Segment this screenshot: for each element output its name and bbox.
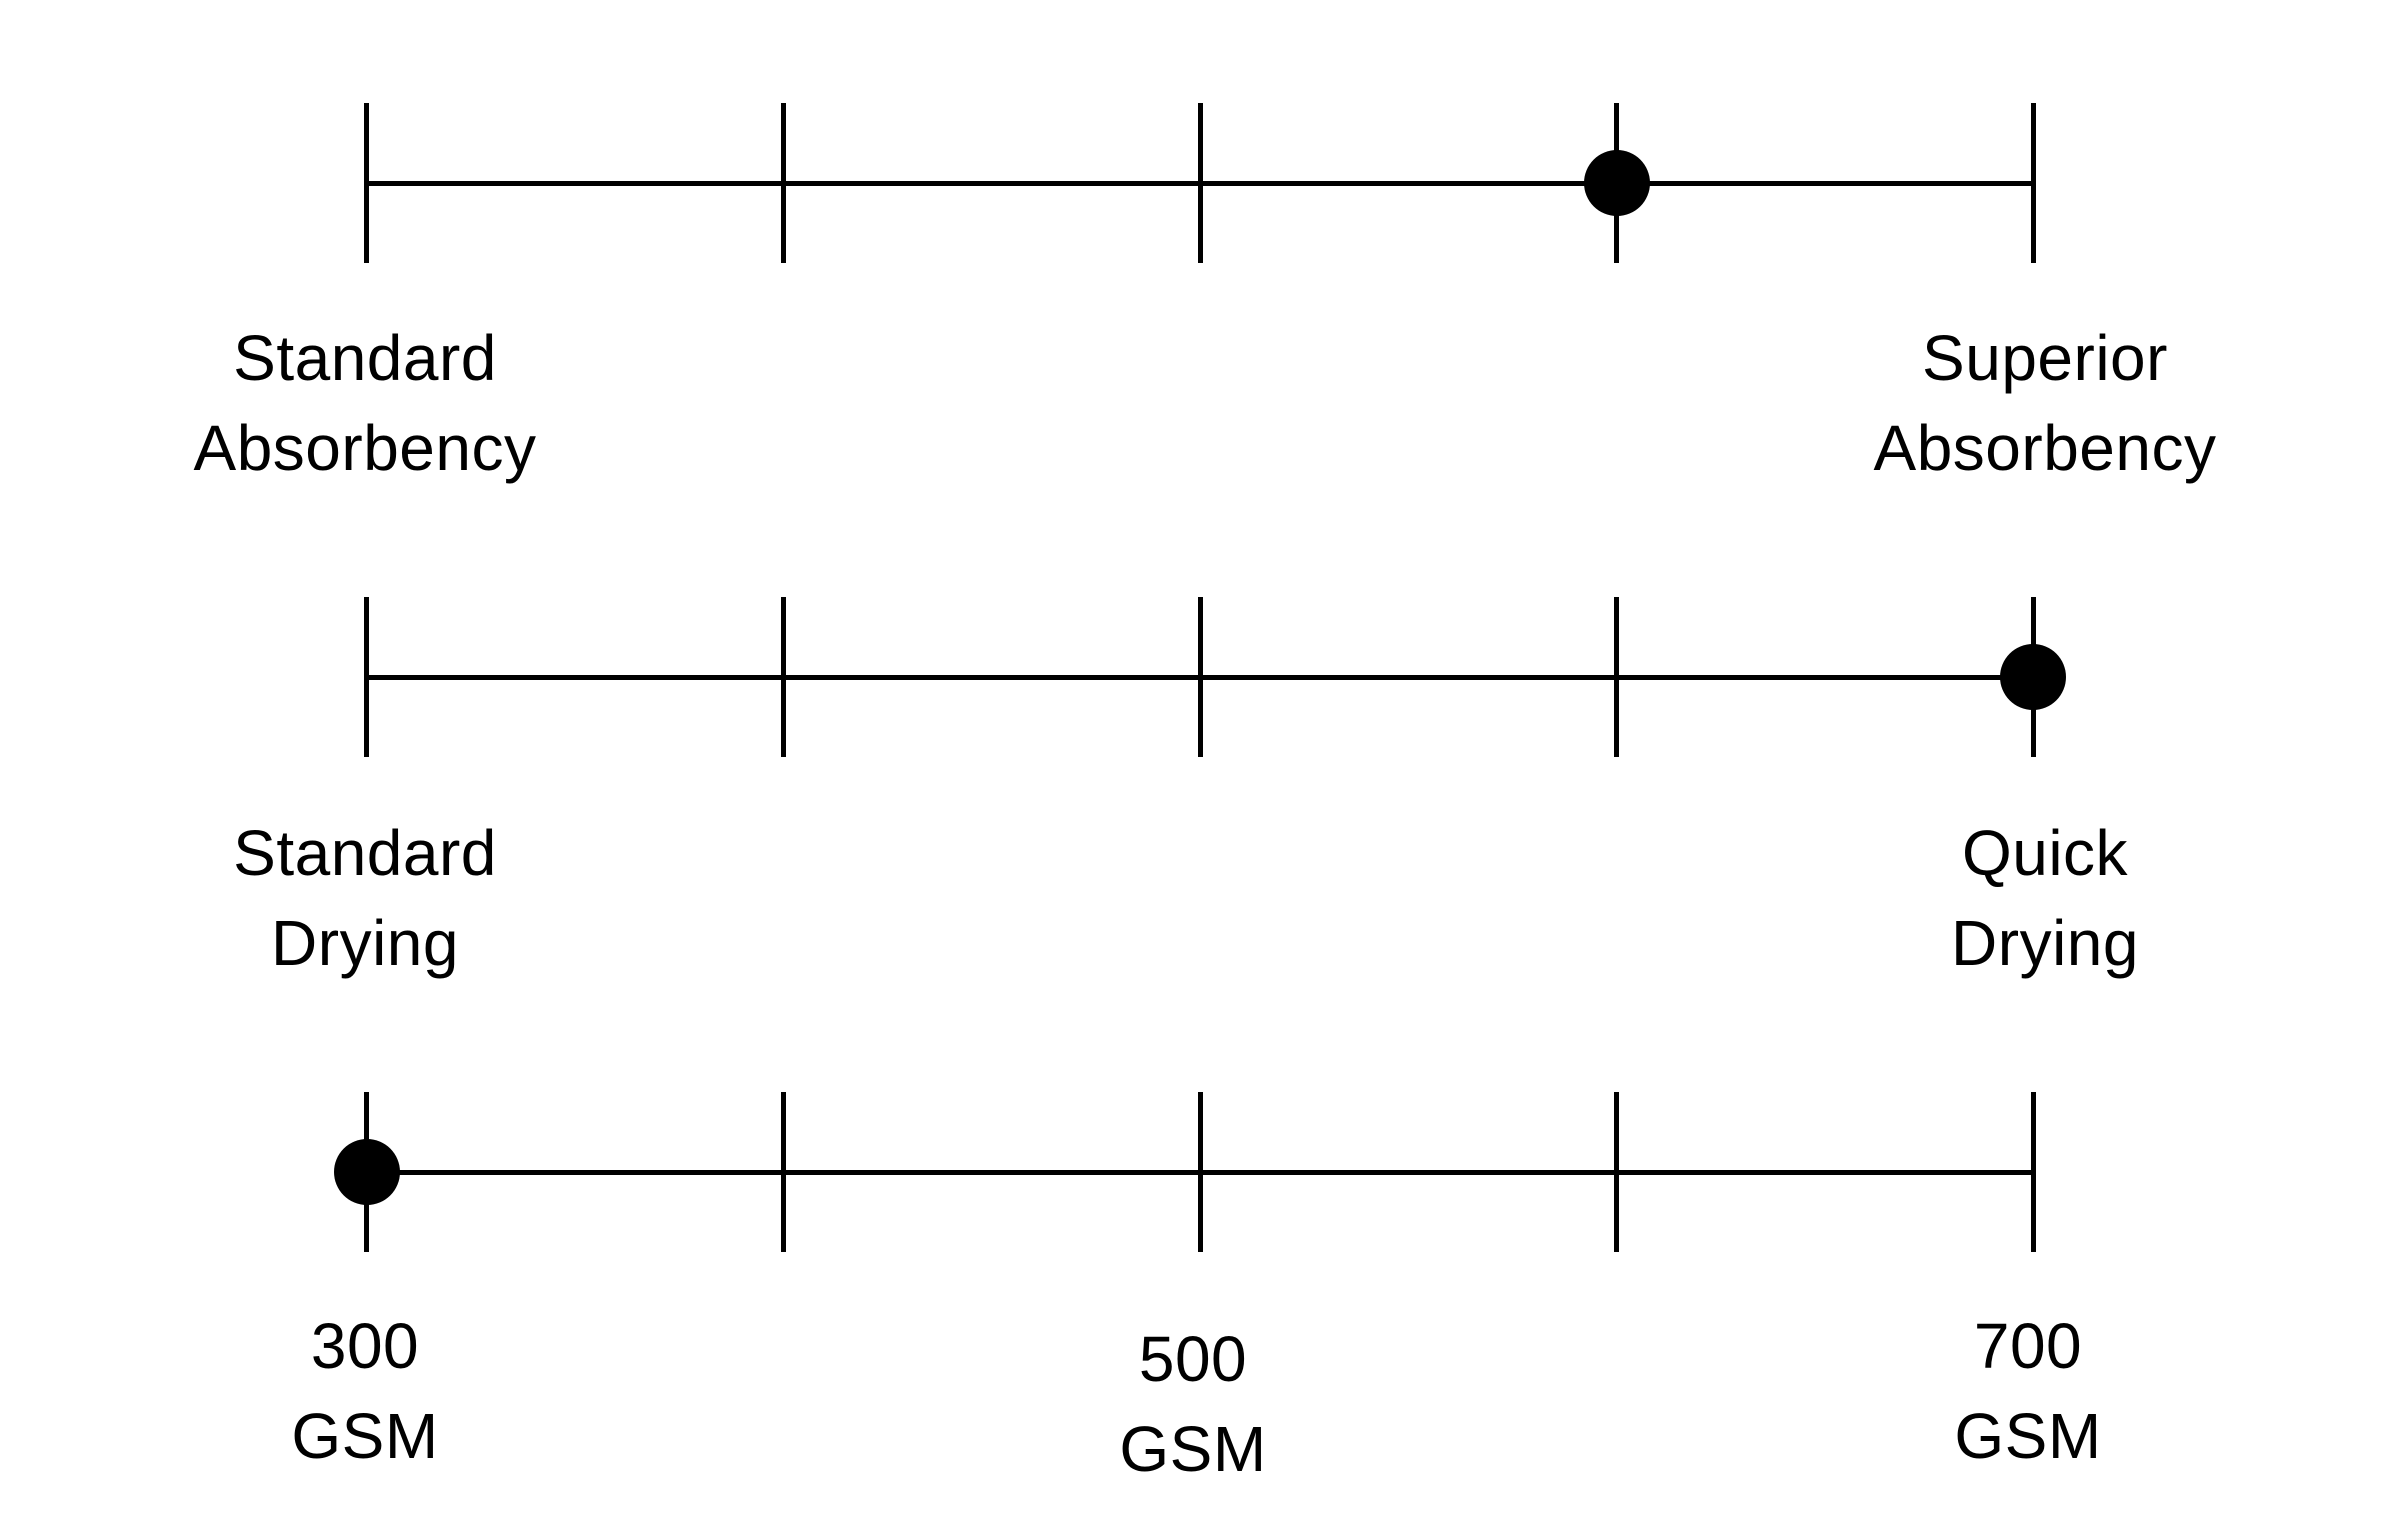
tick-mark <box>2031 1092 2036 1252</box>
tick-mark <box>2031 103 2036 263</box>
label-line: Absorbency <box>193 412 537 484</box>
tick-mark <box>364 103 369 263</box>
label-line: Absorbency <box>1873 412 2217 484</box>
tick-mark <box>781 1092 786 1252</box>
label-line: 300 <box>310 1310 420 1382</box>
label-line: Drying <box>1951 907 2139 979</box>
label-line: Quick <box>1961 817 2129 889</box>
value-dot-drying <box>2000 644 2066 710</box>
label-line: GSM <box>1119 1413 1267 1485</box>
tick-mark <box>781 103 786 263</box>
tick-mark <box>364 597 369 757</box>
label-line: Superior <box>1922 322 2168 394</box>
label-line: GSM <box>291 1400 439 1472</box>
tick-mark <box>1614 1092 1619 1252</box>
label-line: 700 <box>1973 1310 2083 1382</box>
tick-mark <box>781 597 786 757</box>
value-dot-absorbency <box>1584 150 1650 216</box>
tick-mark <box>1614 597 1619 757</box>
label-standard-absorbency: Standard Absorbency <box>194 313 537 493</box>
label-quick-drying: Quick Drying <box>1951 808 2139 988</box>
label-700-gsm: 700 GSM <box>1954 1301 2101 1481</box>
value-dot-gsm <box>334 1139 400 1205</box>
tick-mark <box>1198 103 1203 263</box>
tick-mark <box>1198 597 1203 757</box>
label-line: GSM <box>1954 1400 2102 1472</box>
label-line: Drying <box>271 907 459 979</box>
tick-mark <box>1198 1092 1203 1252</box>
label-line: Standard <box>233 817 497 889</box>
label-superior-absorbency: Superior Absorbency <box>1874 313 2217 493</box>
label-line: 500 <box>1138 1323 1248 1395</box>
label-standard-drying: Standard Drying <box>233 808 497 988</box>
label-line: Standard <box>233 322 497 394</box>
label-300-gsm: 300 GSM <box>291 1301 438 1481</box>
label-500-gsm: 500 GSM <box>1119 1314 1266 1494</box>
